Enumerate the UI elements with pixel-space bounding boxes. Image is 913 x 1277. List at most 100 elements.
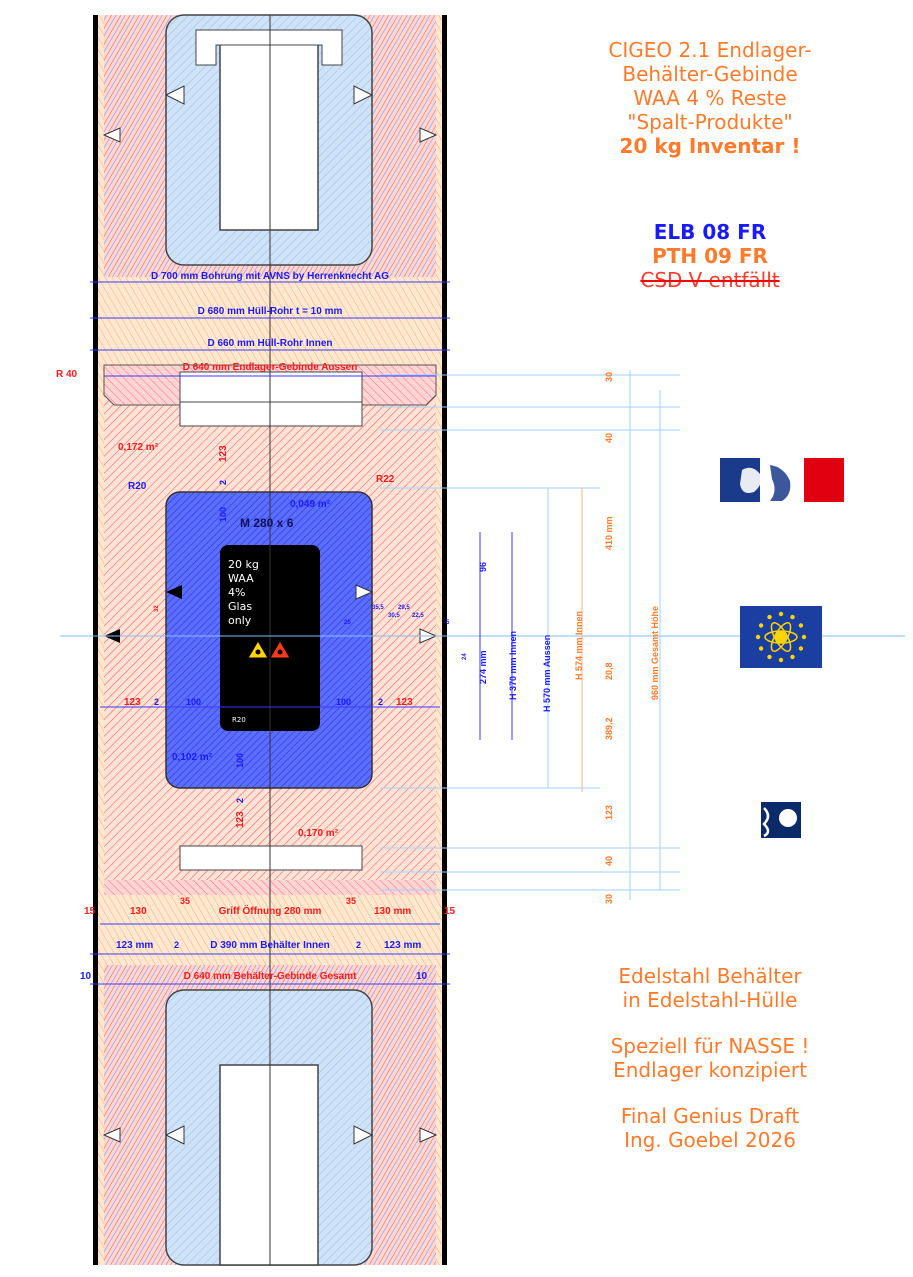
- sleeve-left: [98, 15, 104, 1265]
- label-huell-innen: D 660 mm Hüll-Rohr Innen: [207, 338, 332, 349]
- label-behaelter-innen: D 390 mm Behälter Innen: [210, 940, 329, 951]
- borehole-wall-left: [93, 15, 98, 1265]
- label-huell-rohr: D 680 mm Hüll-Rohr t = 10 mm: [198, 306, 343, 317]
- label-b2-left: 2: [174, 940, 179, 950]
- label-v30-5: 30,5: [388, 613, 400, 619]
- label-v410: 410 mm: [604, 516, 614, 550]
- label-griff-35-left: 35: [180, 896, 190, 906]
- label-h960: 960 mm Gesamt Höhe: [650, 606, 660, 700]
- bottom-line5: Final Genius Draft: [620, 1104, 800, 1128]
- label-d100-bottom: 100: [235, 753, 245, 768]
- inventory-line3: 4%: [228, 586, 245, 599]
- label-row-2-left: 2: [154, 697, 159, 707]
- label-h370: H 370 mm Innen: [508, 631, 518, 700]
- inventory-r20: R20: [232, 716, 246, 724]
- biohazard-warning-icon: [269, 640, 291, 659]
- eu-star: [790, 614, 795, 620]
- eu-euratom-flag-icon: [740, 606, 822, 668]
- radiation-warning-icon: [247, 640, 269, 659]
- small-blue-logo-icon: [761, 802, 801, 838]
- label-griff-130-right: 130 mm: [374, 906, 411, 917]
- title-block: CIGEO 2.1 Endlager- Behälter-Gebinde WAA…: [560, 38, 860, 158]
- label-v32: 32: [154, 605, 160, 612]
- label-thread: M 280 x 6: [240, 516, 294, 530]
- label-row-2-right: 2: [378, 697, 383, 707]
- eu-star: [778, 611, 784, 617]
- title-line2: Behälter-Gebinde: [622, 62, 798, 86]
- label-griff-35-right: 35: [346, 896, 356, 906]
- code-elb: ELB 08 FR: [653, 220, 767, 244]
- label-h574: H 574 mm Innen: [574, 611, 584, 680]
- label-d100-top: 100: [218, 507, 228, 522]
- label-v30-bottom: 30: [604, 894, 614, 904]
- label-r40: R 40: [56, 369, 78, 380]
- bottom-line3: Speziell für NASSE !: [610, 1034, 810, 1058]
- label-d96: 96: [478, 562, 488, 572]
- eu-star: [801, 634, 807, 640]
- eu-star: [798, 646, 804, 651]
- label-r22: R22: [376, 474, 395, 485]
- label-area-top: 0,172 m²: [118, 442, 159, 453]
- bottom-line1: Edelstahl Behälter: [618, 964, 802, 988]
- label-row-100-left: 100: [186, 697, 201, 707]
- inventory-line4: Glas: [228, 600, 252, 613]
- label-v25: 25: [344, 620, 351, 626]
- label-h274: 274 mm: [478, 650, 488, 684]
- label-gesamt: D 640 mm Behälter-Gebinde Gesamt: [184, 971, 358, 982]
- label-b2-right: 2: [356, 940, 361, 950]
- bottom-line4: Endlager konzipiert: [613, 1058, 807, 1082]
- title-line5: 20 kg Inventar !: [619, 134, 801, 158]
- label-v40-bottom: 40: [604, 856, 614, 866]
- inventory-line1: 20 kg: [228, 558, 259, 571]
- bottom-line2: in Edelstahl-Hülle: [622, 988, 798, 1012]
- label-row-123-right: 123: [396, 697, 413, 708]
- eu-star: [767, 654, 772, 660]
- eu-star: [790, 654, 795, 660]
- label-v30-top: 30: [604, 372, 614, 382]
- label-b123-left: 123 mm: [116, 940, 153, 951]
- label-b123-right: 123 mm: [384, 940, 421, 951]
- code-csd: CSD-V entfällt: [640, 268, 780, 292]
- title-line4: "Spalt-Produkte": [627, 110, 793, 134]
- label-griff: Griff Öffnung 280 mm: [219, 904, 322, 917]
- label-h570: H 570 mm Aussen: [542, 635, 552, 712]
- title-line3: WAA 4 % Reste: [633, 86, 787, 110]
- label-area-inner-top: 0,049 m²: [290, 499, 331, 510]
- eu-star: [755, 634, 761, 640]
- label-griff-15-right: 15: [444, 906, 456, 917]
- codes-block: ELB 08 FR PTH 09 FR CSD-V entfällt: [560, 220, 860, 292]
- label-griff-130-left: 130: [130, 906, 147, 917]
- marianne-logo-icon: [720, 458, 844, 502]
- label-bohrung: D 700 mm Bohrung mit AVNS by Herrenknech…: [151, 271, 389, 282]
- title-line1: CIGEO 2.1 Endlager-: [608, 38, 812, 62]
- label-v123: 123: [604, 805, 614, 820]
- eu-star: [758, 646, 764, 651]
- dimension-lines: [90, 281, 680, 985]
- label-v29-5: 29,5: [398, 605, 410, 611]
- label-d123-top: 123: [218, 445, 229, 462]
- eu-star: [758, 623, 764, 628]
- label-d2-bottom: 2: [235, 798, 245, 803]
- label-g10-left: 10: [80, 971, 92, 982]
- label-area-inner-bottom: 0,102 m²: [172, 752, 213, 763]
- eu-star: [798, 623, 804, 628]
- label-r20: R20: [128, 481, 147, 492]
- label-v5: 5: [446, 620, 450, 626]
- label-row-123-left: 123: [124, 697, 141, 708]
- code-pth: PTH 09 FR: [652, 244, 768, 268]
- label-gebinde-aussen: D 640 mm Endlager-Gebinde Aussen: [183, 362, 358, 373]
- label-d2-top: 2: [218, 480, 228, 485]
- inventory-line2: WAA: [228, 572, 254, 585]
- sleeve-right: [436, 15, 442, 1265]
- label-v389-2: 389,2: [604, 717, 614, 740]
- bottom-block: Edelstahl Behälter in Edelstahl-Hülle Sp…: [540, 964, 880, 1152]
- eu-star: [767, 614, 772, 620]
- inventory-line5: only: [228, 614, 252, 627]
- label-v20-8: 20,8: [604, 662, 614, 680]
- label-griff-15-left: 15: [84, 906, 96, 917]
- label-area-bottom: 0,170 m²: [298, 828, 339, 839]
- eu-star: [778, 657, 784, 663]
- label-v35-5: 35,5: [372, 605, 384, 611]
- borehole-wall-right: [442, 15, 447, 1265]
